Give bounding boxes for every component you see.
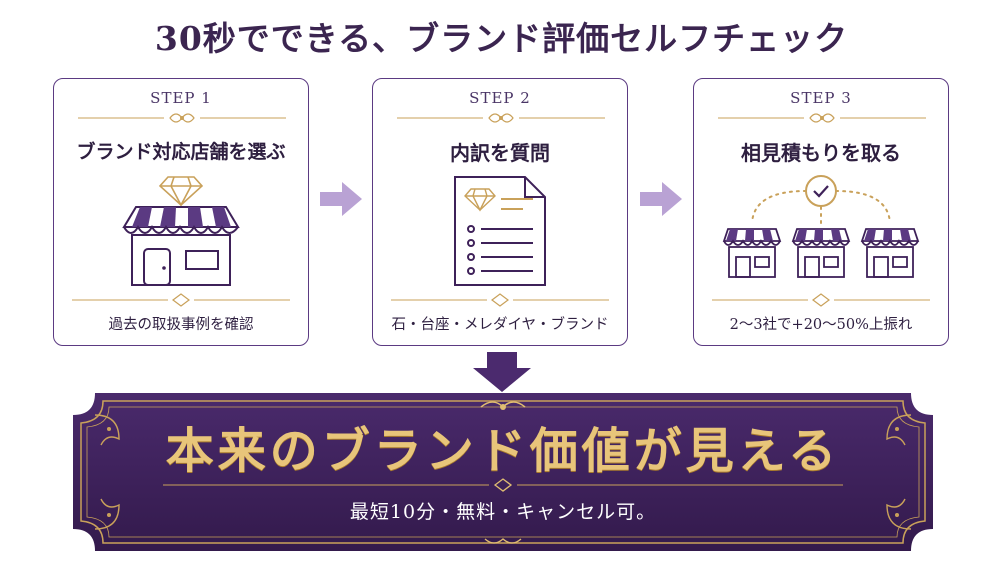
step-label: STEP 2 <box>469 89 531 107</box>
step-title: 相見積もりを取る <box>741 141 901 165</box>
banner-headline: 本来のブランド価値が見える <box>165 423 841 479</box>
gold-ornament-divider <box>712 293 930 307</box>
banner-subline: 最短10分・無料・キャンセル可。 <box>349 501 657 523</box>
step-caption: 過去の取扱事例を確認 <box>108 317 254 333</box>
document-diamond-icon <box>454 176 546 286</box>
step-card-2: STEP 2 内訳を質問 石・台座・メレダイヤ・ブランド <box>372 78 628 346</box>
gold-ornament-divider <box>72 293 290 307</box>
three-stores-check-icon <box>722 175 920 278</box>
ornate-frame <box>73 393 933 551</box>
store-diamond-icon <box>122 176 240 286</box>
page-title: 30秒でできる、ブランド評価セルフチェック <box>154 19 849 58</box>
arrow-right-icon <box>640 182 682 216</box>
step-title: 内訳を質問 <box>450 141 550 165</box>
step-label: STEP 3 <box>790 89 852 107</box>
step-caption: 石・台座・メレダイヤ・ブランド <box>391 317 609 333</box>
step-card-1: STEP 1 ブランド対応店舗を選ぶ 過去の取 <box>53 78 309 346</box>
result-banner: 本来のブランド価値が見える 最短10分・無料・キャンセル可。 <box>73 393 933 551</box>
gold-ornament-divider <box>718 113 926 123</box>
step-card-3: STEP 3 相見積もりを取る <box>693 78 949 346</box>
step-title: ブランド対応店舗を選ぶ <box>76 141 286 163</box>
arrow-down-icon <box>473 352 531 392</box>
step-label: STEP 1 <box>150 89 212 107</box>
gold-ornament-divider <box>391 293 609 307</box>
arrow-right-icon <box>320 182 362 216</box>
gold-ornament-divider <box>78 113 286 123</box>
step-caption: 2～3社で+20～50%上振れ <box>729 317 913 333</box>
gold-ornament-divider <box>397 113 605 123</box>
